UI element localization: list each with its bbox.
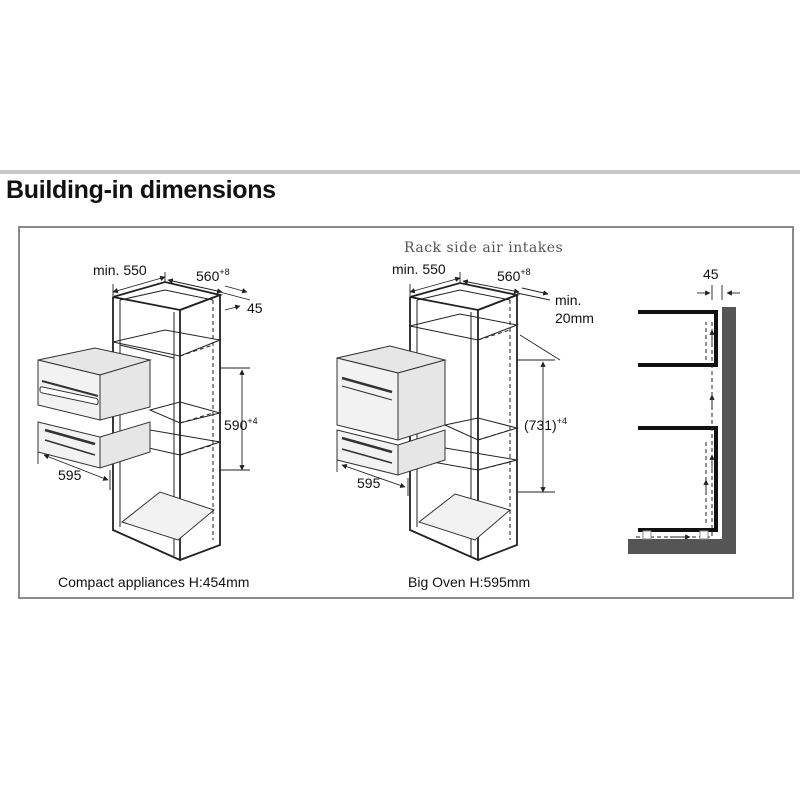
- lower-cabinet: [638, 426, 718, 532]
- middle-width-tolerance: +8: [520, 267, 530, 277]
- middle-caption: Big Oven H:595mm: [408, 574, 530, 590]
- left-width-value: 560: [196, 268, 220, 284]
- page-title: Building-in dimensions: [6, 176, 276, 204]
- left-cabinet: [112, 281, 224, 562]
- left-appliance: [37, 347, 152, 469]
- left-height-tolerance: +4: [247, 416, 257, 426]
- middle-min-depth-label: min. 550: [392, 261, 446, 277]
- left-height-value: 590: [224, 417, 248, 433]
- big-oven-cabinet-diagram: Rack side air intakes min. 550 560+8 min…: [336, 240, 594, 590]
- airflow-section-diagram: 45: [628, 266, 740, 554]
- middle-width-value: 560: [497, 268, 521, 284]
- airflow-arrows: [636, 320, 715, 540]
- middle-appliance: [336, 345, 447, 476]
- middle-height-value: (731): [524, 417, 557, 433]
- left-dimensions: [37, 272, 251, 490]
- left-width-label: 560+8: [196, 267, 230, 284]
- wall: [722, 307, 736, 554]
- middle-cabinet: [409, 282, 521, 562]
- middle-dimensions: [336, 272, 561, 496]
- middle-gap-label-1: min.: [555, 292, 581, 308]
- middle-height-tolerance: +4: [557, 416, 567, 426]
- middle-width-label: 560+8: [497, 267, 531, 284]
- left-min-depth-label: min. 550: [93, 262, 147, 278]
- diagram-frame: [18, 226, 794, 599]
- middle-height-label: (731)+4: [524, 416, 567, 433]
- left-appliance-width-label: 595: [58, 467, 82, 483]
- left-caption: Compact appliances H:454mm: [58, 574, 249, 590]
- left-foot: [642, 530, 652, 540]
- right-foot: [699, 530, 709, 540]
- top-rule: [0, 170, 800, 174]
- middle-note: Rack side air intakes: [404, 240, 563, 256]
- left-height-label: 590+4: [224, 416, 258, 433]
- upper-shelf: [638, 310, 718, 367]
- right-gap-label: 45: [703, 266, 719, 282]
- middle-gap-label-2: 20mm: [555, 310, 594, 326]
- floor: [628, 539, 736, 554]
- compact-cabinet-diagram: min. 550 560+8 45 590+4 595 Compact appl…: [37, 262, 263, 590]
- left-gap-label: 45: [247, 300, 263, 316]
- middle-appliance-width-label: 595: [357, 475, 381, 491]
- left-width-tolerance: +8: [219, 267, 229, 277]
